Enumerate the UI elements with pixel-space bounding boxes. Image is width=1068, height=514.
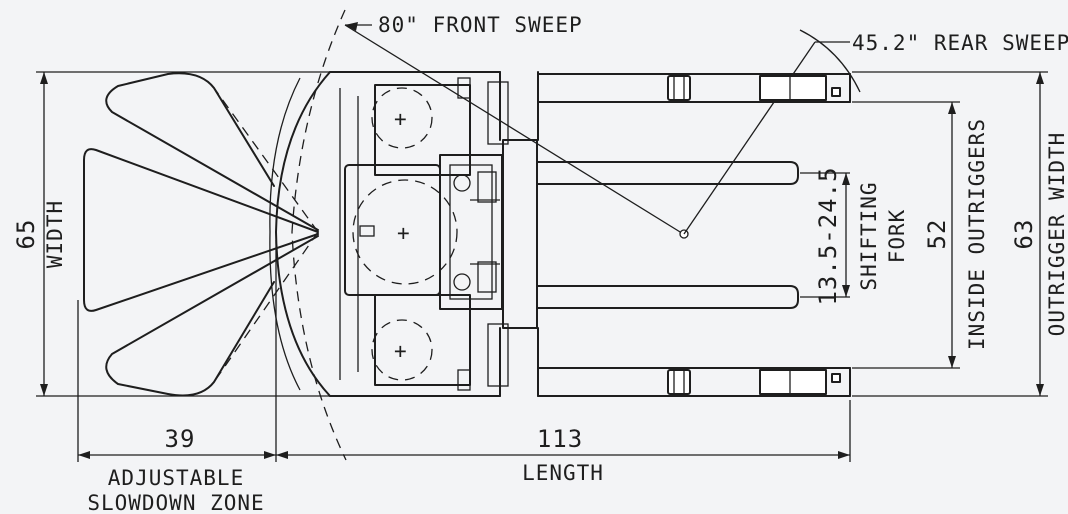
outriggers [537,73,851,397]
slowdown-zone-petals [83,72,319,397]
slowdown-label-line2: SLOWDOWN ZONE [87,491,264,514]
outrigger-width-value: 63 [1010,219,1038,250]
slowdown-value: 39 [165,425,196,453]
length-label: LENGTH [522,461,604,485]
rear-sweep-label: 45.2" REAR SWEEP [852,31,1068,55]
svg-text:+: + [397,221,411,245]
slowdown-dimension: 39 ADJUSTABLE SLOWDOWN ZONE [77,240,277,514]
outrigger-width-label: OUTRIGGER WIDTH [1045,132,1068,337]
length-dimension: 113 LENGTH [276,400,851,485]
width-label: WIDTH [43,200,67,268]
svg-text:+: + [394,107,408,131]
truck-body: + + + [269,71,539,397]
width-dimension: 65 WIDTH [12,71,330,397]
forks [536,161,799,309]
slowdown-label-line1: ADJUSTABLE [108,466,244,490]
front-sweep-annotation: 80" FRONT SWEEP [291,9,689,461]
width-value: 65 [12,219,40,250]
shifting-label-line2: FORK [885,209,909,264]
length-value: 113 [537,425,583,453]
front-sweep-label: 80" FRONT SWEEP [378,13,583,37]
svg-text:+: + [394,339,408,363]
shifting-fork-dimension: 13.5-24.5 SHIFTING FORK [800,166,909,306]
shifting-value: 13.5-24.5 [814,166,842,305]
inside-outriggers-value: 52 [923,219,951,250]
shifting-label-line1: SHIFTING [857,181,881,290]
rear-sweep-annotation: 45.2" REAR SWEEP [683,29,1068,235]
inside-outriggers-label: INSIDE OUTRIGGERS [965,118,989,350]
outrigger-width-dimension: 63 OUTRIGGER WIDTH [852,71,1068,397]
inside-outriggers-dimension: 52 INSIDE OUTRIGGERS [852,101,989,369]
